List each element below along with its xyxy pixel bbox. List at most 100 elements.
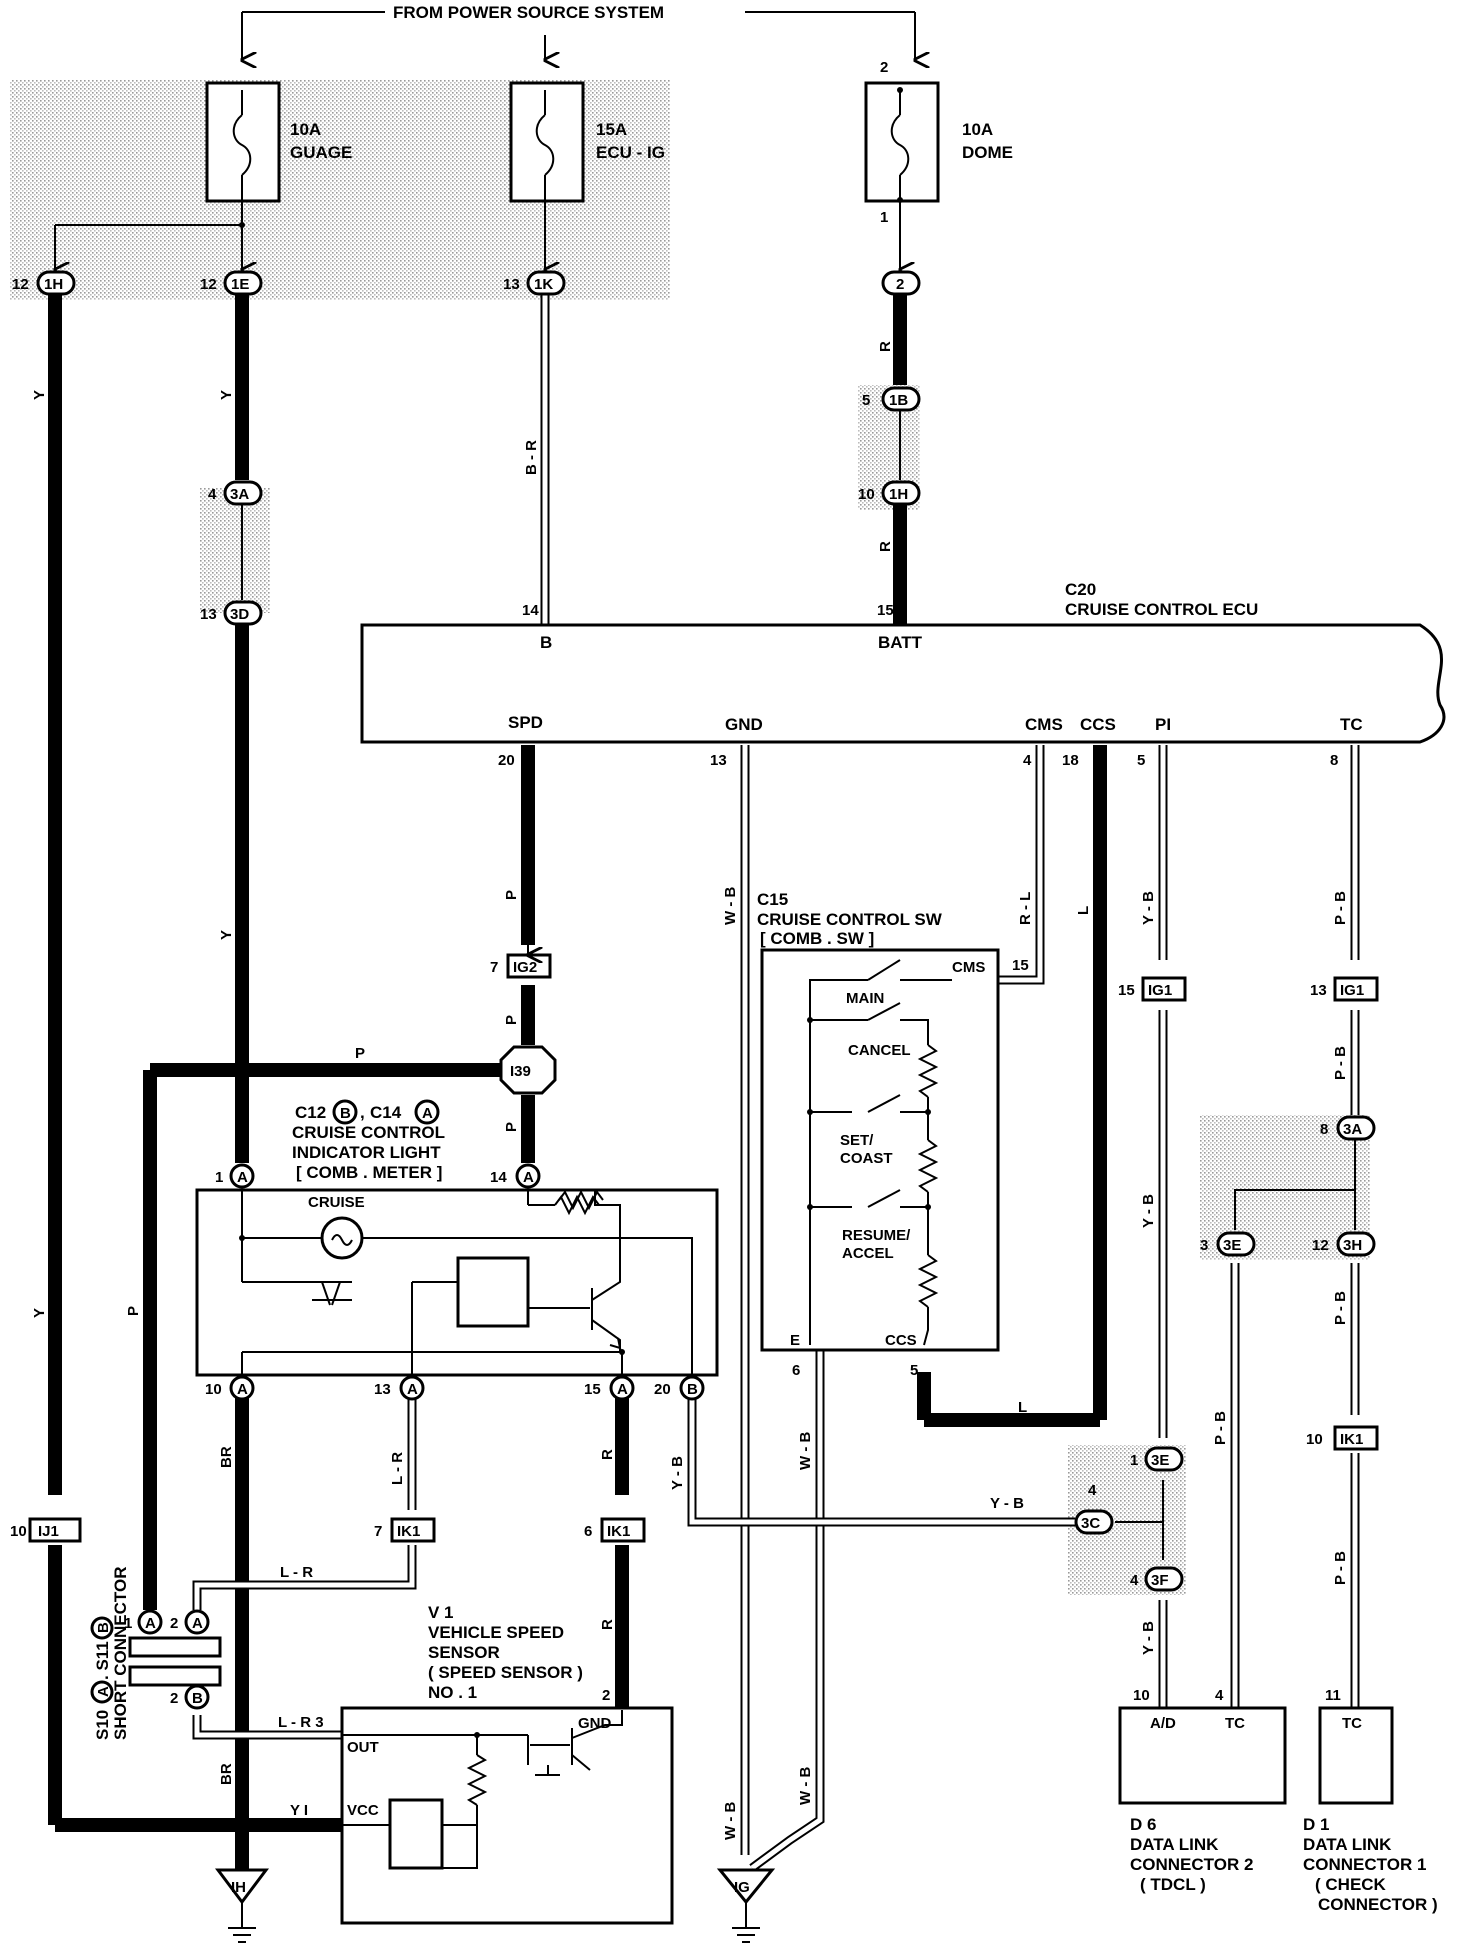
- svg-text:10: 10: [10, 1523, 27, 1540]
- connector-1k: 1K 13: [503, 270, 566, 296]
- svg-text:3E: 3E: [1223, 1237, 1241, 1254]
- short-connector-b: B: [95, 1622, 112, 1633]
- ground-ih-icon: IH: [215, 1868, 269, 1943]
- fuse-ecu-ig: 15A ECU - IG: [509, 81, 665, 203]
- sensor-out: OUT: [347, 1739, 379, 1756]
- wire-label-lr1: L - R: [389, 1452, 406, 1485]
- indicator-pin-14: A 14: [490, 1163, 541, 1189]
- fuse-ecu-ig-name: ECU - IG: [596, 143, 665, 162]
- ecu-pin-cms: 4: [1023, 752, 1032, 769]
- svg-text:3E: 3E: [1151, 1452, 1169, 1469]
- svg-text:IG1: IG1: [1340, 982, 1364, 999]
- svg-text:2: 2: [896, 276, 904, 293]
- svg-text:1K: 1K: [534, 276, 553, 293]
- short-connector: S10 A . S11 B SHORT CONNECTOR: [90, 1567, 222, 1740]
- connector-ik1-b: IK1 6: [584, 1517, 646, 1543]
- svg-text:1E: 1E: [231, 276, 249, 293]
- sensor-line1: VEHICLE SPEED: [428, 1623, 564, 1642]
- switch-cms-pin: 15: [1012, 957, 1029, 974]
- sensor-line2: SENSOR: [428, 1643, 500, 1662]
- dlc2-tc: TC: [1225, 1715, 1245, 1732]
- svg-text:A: A: [523, 1169, 534, 1186]
- wire-label-br: B - R: [523, 440, 540, 475]
- sensor-code: V 1: [428, 1603, 454, 1622]
- wire-label-wb4: W - B: [797, 1767, 814, 1805]
- indicator-pin-20: B 20: [654, 1375, 705, 1401]
- indicator-pin-15: A 15: [584, 1375, 635, 1401]
- svg-text:12: 12: [1312, 1237, 1329, 1254]
- fuse-gauge-name: GUAGE: [290, 143, 352, 162]
- indicator-c12-b: B: [340, 1105, 351, 1122]
- wire-label-wb1: W - B: [722, 887, 739, 925]
- svg-text:A: A: [145, 1615, 156, 1632]
- wire-lr-3: [192, 1715, 342, 1740]
- svg-text:1: 1: [124, 1615, 132, 1632]
- short-connector-s11: . S11: [93, 1641, 112, 1680]
- switch-resume: RESUME/: [842, 1227, 911, 1244]
- svg-text:A: A: [237, 1169, 248, 1186]
- connector-1h-top: 1H 12: [12, 270, 76, 296]
- svg-text:1B: 1B: [889, 392, 908, 409]
- wire-yb-indicator: [687, 1395, 1075, 1527]
- connector-1b: 1B 5: [862, 386, 921, 412]
- svg-text:IG1: IG1: [1148, 982, 1172, 999]
- short-connector-name: SHORT CONNECTOR: [111, 1567, 130, 1740]
- svg-text:13: 13: [503, 276, 520, 293]
- connector-ig1-tc: IG1 13: [1310, 976, 1379, 1002]
- indicator-code-c12: C12: [295, 1103, 326, 1122]
- dlc1-line3: ( CHECK: [1315, 1875, 1387, 1894]
- indicator-line4: [ COMB . METER ]: [296, 1163, 442, 1182]
- ecu-term-pi: PI: [1155, 715, 1171, 734]
- indicator-pin-10: A 10: [205, 1375, 255, 1401]
- svg-text:I39: I39: [510, 1063, 531, 1080]
- switch-sub: [ COMB . SW ]: [760, 929, 874, 948]
- wire-label-y-i: Y I: [290, 1802, 308, 1819]
- wire-lr-13: [192, 1395, 417, 1610]
- cruise-control-switch: C15 CRUISE CONTROL SW [ COMB . SW ] CMS …: [757, 890, 1029, 1379]
- svg-text:3F: 3F: [1151, 1572, 1169, 1589]
- wire-labels: Y Y Y Y B - R R R P P P P P W - B W - B …: [31, 341, 1349, 1840]
- dlc1-tc: TC: [1342, 1715, 1362, 1732]
- wire-label-pb2: P - B: [1332, 1046, 1349, 1080]
- switch-ccs-pin: 5: [910, 1362, 918, 1379]
- dlc2-ad: A/D: [1150, 1715, 1176, 1732]
- switch-ccs-label: CCS: [885, 1332, 917, 1349]
- svg-text:IJ1: IJ1: [38, 1523, 59, 1540]
- wire-label-pb4: P - B: [1332, 1551, 1349, 1585]
- connector-1h-mid: 1H 10: [858, 480, 921, 506]
- ecu-code: C20: [1065, 580, 1096, 599]
- switch-cancel: CANCEL: [848, 1042, 911, 1059]
- svg-text:IG2: IG2: [513, 959, 537, 976]
- fuse-gauge-rating: 10A: [290, 120, 321, 139]
- svg-text:7: 7: [374, 1523, 382, 1540]
- svg-text:12: 12: [200, 276, 217, 293]
- svg-text:3A: 3A: [1343, 1121, 1362, 1138]
- indicator-comma: ,: [360, 1103, 365, 1122]
- svg-text:12: 12: [12, 276, 29, 293]
- fuse-dome-name: DOME: [962, 143, 1013, 162]
- connector-3h: 3H 12: [1312, 1231, 1376, 1257]
- switch-e-pin: 6: [792, 1362, 800, 1379]
- wire-label-yb4: Y - B: [990, 1495, 1024, 1512]
- switch-name: CRUISE CONTROL SW: [757, 910, 943, 929]
- data-link-connector-1: 11 TC D 1 DATA LINK CONNECTOR 1 ( CHECK …: [1303, 1687, 1438, 1914]
- connector-3a-left: 3A 4: [208, 480, 263, 506]
- svg-text:3H: 3H: [1343, 1237, 1362, 1254]
- sensor-line4: NO . 1: [428, 1683, 477, 1702]
- dlc1-code: D 1: [1303, 1815, 1329, 1834]
- svg-text:3C: 3C: [1081, 1515, 1100, 1532]
- dlc1-line2: CONNECTOR 1: [1303, 1855, 1426, 1874]
- short-connector-pin-1a: A 1: [124, 1609, 163, 1635]
- ecu-pin-b: 14: [522, 602, 539, 619]
- svg-text:1H: 1H: [889, 486, 908, 503]
- svg-text:4: 4: [1130, 1572, 1139, 1589]
- ecu-pin-pi: 5: [1137, 752, 1145, 769]
- svg-text:10: 10: [1306, 1431, 1323, 1448]
- svg-text:IK1: IK1: [607, 1523, 630, 1540]
- switch-cms-label: CMS: [952, 959, 985, 976]
- ecu-term-cms: CMS: [1025, 715, 1063, 734]
- svg-text:3: 3: [1200, 1237, 1208, 1254]
- dlc1-line1: DATA LINK: [1303, 1835, 1392, 1854]
- wire-label-y4: Y: [31, 1308, 48, 1318]
